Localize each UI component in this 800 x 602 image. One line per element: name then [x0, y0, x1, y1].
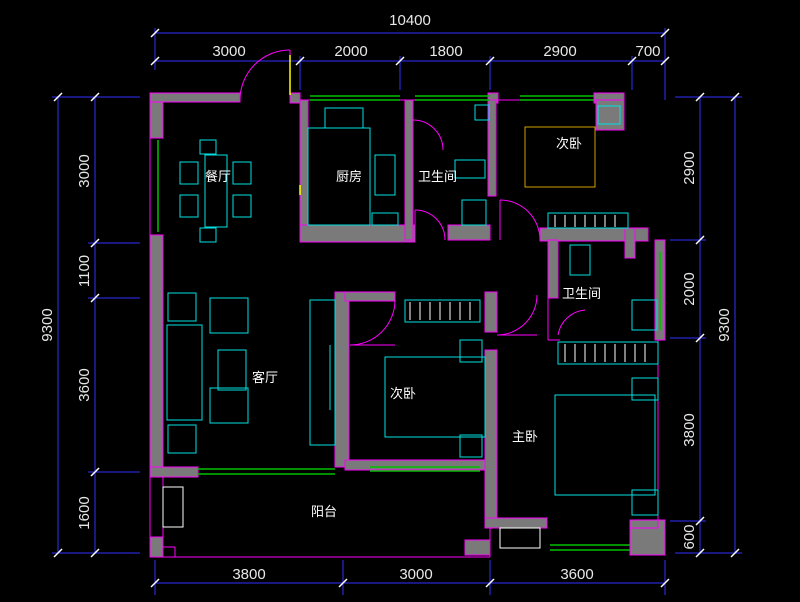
dim-right-3: 3800 [681, 413, 698, 446]
dim-bottom-1: 3800 [232, 566, 265, 583]
dimension-ticks [53, 28, 740, 588]
dim-top-1: 3000 [212, 43, 245, 60]
wall-outlines [149, 93, 659, 558]
room-label-bath-1: 卫生间 [418, 170, 457, 185]
dim-right-2: 2000 [681, 272, 698, 305]
furniture [162, 104, 659, 549]
room-label-bedroom-2a: 次卧 [556, 136, 582, 152]
dim-bottom-3: 3600 [560, 566, 593, 583]
room-label-bedroom-2b: 次卧 [390, 386, 416, 402]
dim-left-4: 1600 [76, 496, 93, 529]
dim-top-2: 2000 [334, 43, 367, 60]
room-label-dining: 餐厅 [205, 169, 231, 185]
dim-overall-height-left: 9300 [39, 308, 56, 341]
windows [157, 95, 661, 551]
room-label-master: 主卧 [512, 430, 538, 445]
dim-top-4: 2900 [543, 43, 576, 60]
dim-overall-height-right: 9300 [716, 308, 733, 341]
dim-top-5: 700 [635, 43, 660, 60]
dim-left-2: 1100 [76, 255, 93, 287]
dim-top-3: 1800 [429, 43, 462, 60]
room-label-balcony: 阳台 [311, 505, 337, 520]
room-label-kitchen: 厨房 [336, 169, 362, 185]
room-label-bath-2: 卫生间 [562, 287, 601, 302]
room-label-living: 客厅 [252, 370, 278, 386]
wardrobe-hatch [409, 215, 646, 362]
dim-overall-width: 10400 [389, 12, 431, 29]
dim-bottom-2: 3000 [399, 566, 432, 583]
dim-right-4: 600 [681, 524, 698, 549]
dim-right-1: 2900 [681, 151, 698, 184]
door-leaves [289, 55, 301, 195]
dim-left-1: 3000 [76, 154, 93, 187]
dim-left-3: 3600 [76, 368, 93, 401]
